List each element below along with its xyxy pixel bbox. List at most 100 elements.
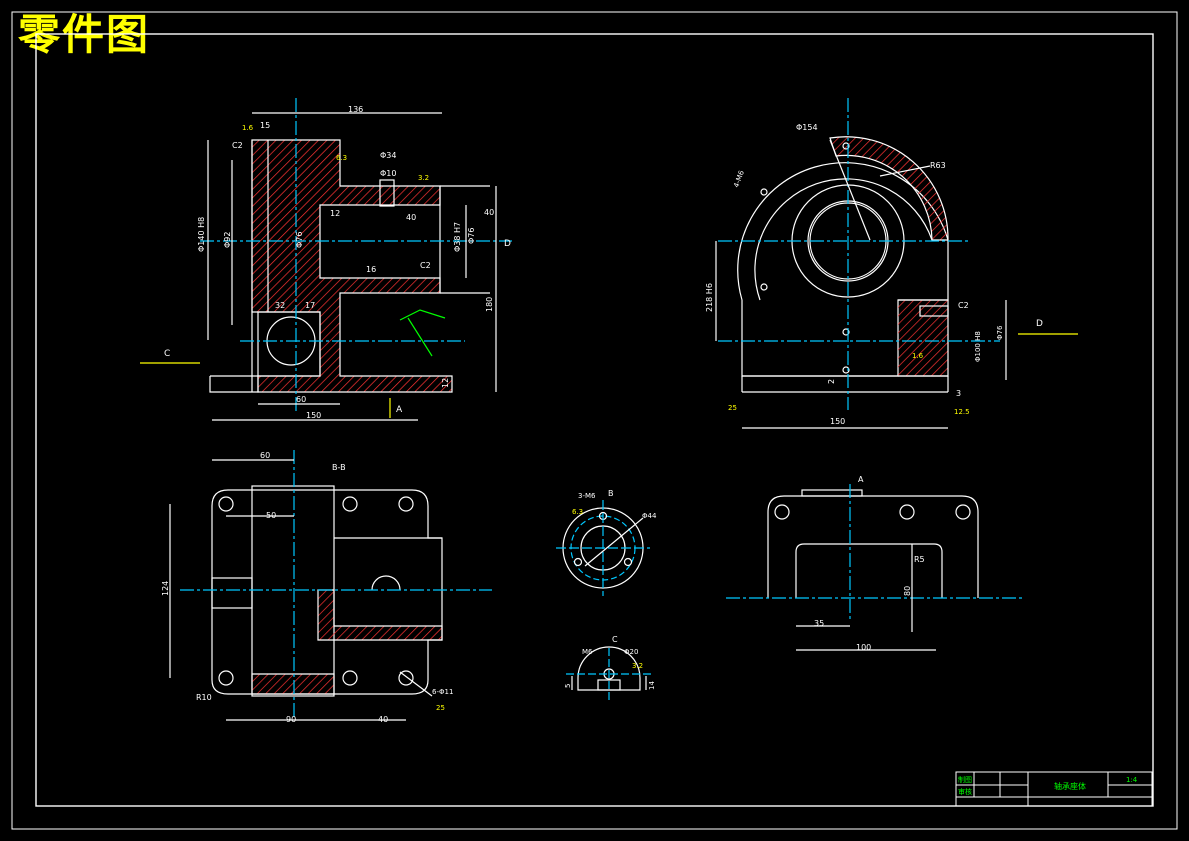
tb-row2-label: 审核 [958, 787, 972, 796]
section-bb-view [169, 450, 492, 721]
dim-100: 100 [856, 643, 871, 652]
dim-90: 90 [286, 715, 296, 724]
tb-outline [955, 771, 1153, 807]
dim-c2b: C2 [420, 261, 431, 270]
dim-17: 17 [305, 301, 315, 310]
side-view [715, 98, 1078, 429]
dim-3: 3 [956, 389, 961, 398]
dim-3m6: 3-M6 [578, 492, 596, 500]
side-hole2 [760, 188, 768, 196]
roughness-h: 6.3 [572, 508, 583, 516]
bb-hatch-2 [251, 673, 335, 695]
dim-16: 16 [366, 265, 376, 274]
dim-c2c: C2 [958, 301, 969, 310]
va-hole1 [774, 504, 790, 520]
arrow-d-label: D [1036, 319, 1043, 329]
vc-slot [597, 679, 621, 691]
side-inner-arc [754, 178, 933, 301]
bb-slot [211, 577, 253, 609]
outer-frame [11, 11, 1178, 830]
dim-phi76: Φ76 [295, 232, 304, 248]
dim-15: 15 [260, 121, 270, 130]
roughness-d: 1.6 [912, 352, 924, 360]
leader-green-2 [407, 317, 433, 357]
tb-scale: 1:4 [1126, 776, 1138, 784]
vc-outline [577, 646, 641, 691]
dim-phi44: Φ44 [642, 512, 657, 520]
vb-leader [584, 517, 644, 567]
bb-hole3 [398, 496, 414, 512]
dim-218: 218 H6 [705, 283, 714, 312]
dim-12: 12 [330, 209, 340, 218]
bb-hatch-1 [317, 589, 443, 641]
dim-phi92: Φ92 [223, 232, 232, 248]
bb-hole2 [342, 496, 358, 512]
vb-hole3 [623, 557, 633, 567]
va-hole3 [955, 504, 971, 520]
dim-124: 124 [161, 581, 170, 596]
view-c [566, 646, 652, 700]
section-label-bb: B-B [332, 463, 346, 472]
dim-60a: 60 [296, 395, 306, 404]
side-hatch [829, 136, 949, 241]
bb-leader [399, 671, 433, 697]
dim-180: 180 [485, 297, 494, 312]
view-b-label: B [608, 489, 614, 498]
view-a-label: A [858, 475, 864, 484]
main-foot [209, 375, 259, 393]
main-bore-boss [257, 311, 321, 377]
arrow-a-label: A [396, 405, 403, 415]
inner-frame [35, 33, 1154, 807]
side-hole5 [842, 366, 850, 374]
dim-phi34: Φ34 [380, 151, 396, 160]
dim-40b: 40 [484, 208, 494, 217]
va-outline [767, 495, 979, 598]
roughness-e: 12.5 [954, 408, 970, 416]
dim-35: 35 [814, 619, 824, 628]
dim-phi20: Φ20 [624, 648, 638, 656]
roughness-i: 3.2 [632, 662, 643, 670]
dim-6m11: 6-Φ11 [432, 688, 453, 696]
dim-60b: 60 [260, 451, 270, 460]
dim-50: 50 [266, 511, 276, 520]
dim-r63: R63 [930, 161, 946, 170]
dim-40a: 40 [406, 213, 416, 222]
va-inner [795, 543, 943, 598]
dim-phi38: Φ38 H7 [453, 222, 462, 252]
dim-c2a: C2 [232, 141, 243, 150]
bb-hole5 [342, 670, 358, 686]
tb-row1-label: 制图 [958, 775, 972, 784]
tb-part-name: 轴承座体 [1054, 781, 1086, 791]
side-leader-r63 [879, 165, 931, 177]
dim-80: 80 [903, 586, 912, 596]
vb-hole2 [573, 557, 583, 567]
dim-12b: 12 [441, 378, 450, 388]
side-boss-hatch [898, 299, 949, 377]
title-block [955, 771, 1153, 807]
dim-phi140: Φ140 H8 [197, 217, 206, 252]
va-hole2 [899, 504, 915, 520]
arrow-c-label: C [164, 349, 170, 359]
dim-4m6: 4-M6 [732, 169, 746, 189]
dim-m6: M6 [582, 648, 593, 656]
main-section-view [140, 98, 512, 421]
dim-40c: 40 [378, 715, 388, 724]
dim-phi10: Φ10 [380, 169, 396, 178]
dim-5: 5 [564, 684, 572, 688]
side-hole4 [842, 328, 850, 336]
dim-32: 32 [275, 301, 285, 310]
side-boss-slot [919, 305, 949, 317]
side-hole3 [760, 283, 768, 291]
dim-phi76b: Φ76 [467, 228, 476, 244]
dim-r5: R5 [914, 555, 925, 564]
dim-r10: R10 [196, 693, 212, 702]
section-label-d: D [504, 239, 511, 249]
view-a [726, 484, 1022, 651]
dim-150a: 150 [306, 411, 321, 420]
main-top-boss [379, 179, 395, 207]
dim-150b: 150 [830, 417, 845, 426]
dim-2: 2 [827, 379, 836, 384]
side-leader-154 [829, 139, 871, 241]
